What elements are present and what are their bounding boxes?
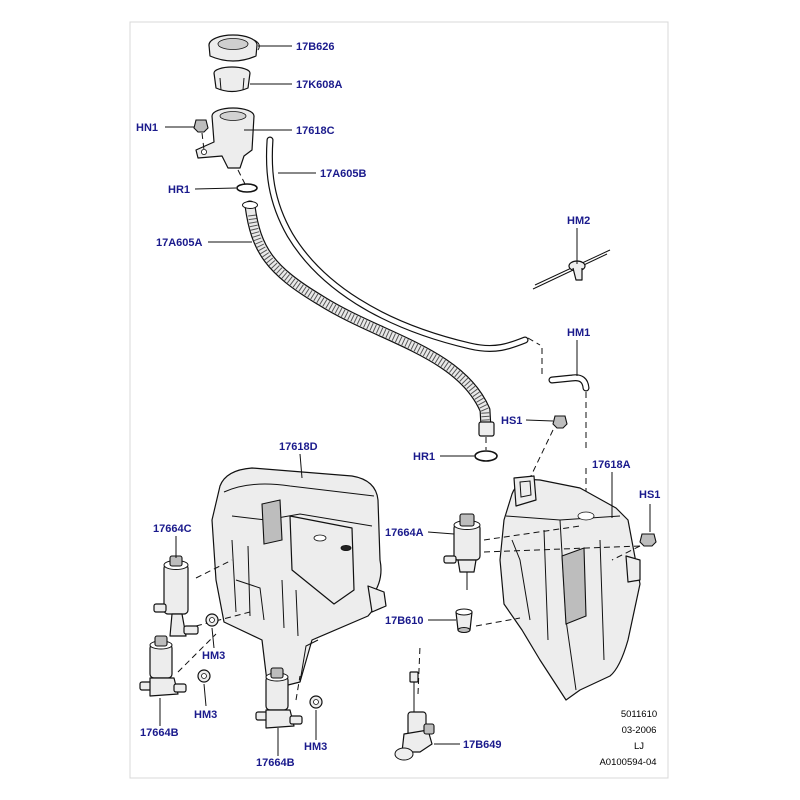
tube-to-connector-dashed [527,337,541,346]
callout-17664b-a: 17664B [140,727,179,739]
leader-lines [159,45,651,756]
callout-hm1: HM1 [567,327,590,339]
pump-17664c-part [153,555,199,637]
callout-hm3-b: HM3 [194,709,217,721]
reservoir-17618d-part [211,467,387,691]
callout-17664c: 17664C [153,523,192,535]
callout-17k608a: 17K608A [296,79,343,91]
callout-hs1-right: HS1 [639,489,660,501]
hs1-bolt-mid-part [529,415,568,479]
hr1-seal-mid-part [474,437,498,462]
pump-17664b-a-part [139,635,187,697]
hm2-clip-part [532,249,611,290]
callout-17a605b: 17A605B [320,168,367,180]
level-sensor-guide-line [417,645,421,695]
grommet-17b610-part [455,608,473,634]
callout-17664a: 17664A [385,527,424,539]
grommet-guide-line [475,617,521,627]
info-code: 5011610 [621,709,657,720]
hn1-nut-part [193,119,209,151]
hm3-grommet-a-part [205,613,219,627]
reservoir-17618a-part [499,475,641,701]
info-model: LJ [634,741,644,752]
pump-17664b-b-guide-line [295,675,301,701]
pump-17664a-part [443,513,481,590]
callout-hm3-c: HM3 [304,741,327,753]
callout-17618d: 17618D [279,441,318,453]
hm3-grommet-c-part [309,695,323,709]
callout-17a605a: 17A605A [156,237,203,249]
pump-17664b-a-guide-line [177,633,217,673]
filler-hose-17a605a [242,200,495,437]
callout-hm3-a: HM3 [202,650,225,662]
hr1-seal-top-part [236,169,258,193]
filler-cap-part [208,34,260,62]
callout-17b626: 17B626 [296,41,335,53]
callout-17b649: 17B649 [463,739,502,751]
callout-17b610: 17B610 [385,615,424,627]
callout-17664b-b: 17664B [256,757,295,769]
level-sensor-17b649-part [394,671,435,761]
pump-17664a-guide-line-2 [483,545,641,553]
filler-neck-part [195,107,266,169]
callout-hs1-mid: HS1 [501,415,522,427]
info-date: 03-2006 [622,725,657,736]
hs1-bolt-right-part [611,533,657,561]
vent-tube-17a605b [265,136,529,352]
callout-hr1-mid: HR1 [413,451,435,463]
callout-hm2: HM2 [567,215,590,227]
callout-hn1: HN1 [136,122,158,134]
callout-17618c: 17618C [296,125,335,137]
pump-17664b-b-part [255,667,303,729]
callout-17618a: 17618A [592,459,631,471]
filler-filter-part [213,66,251,93]
hm3-grommet-b-part [197,669,211,683]
info-illustration-id: A0100594-04 [599,757,656,768]
callout-hr1-top: HR1 [168,184,190,196]
pump-17664c-guide-line [195,559,233,579]
pump-17664a-guide-line [483,525,581,541]
